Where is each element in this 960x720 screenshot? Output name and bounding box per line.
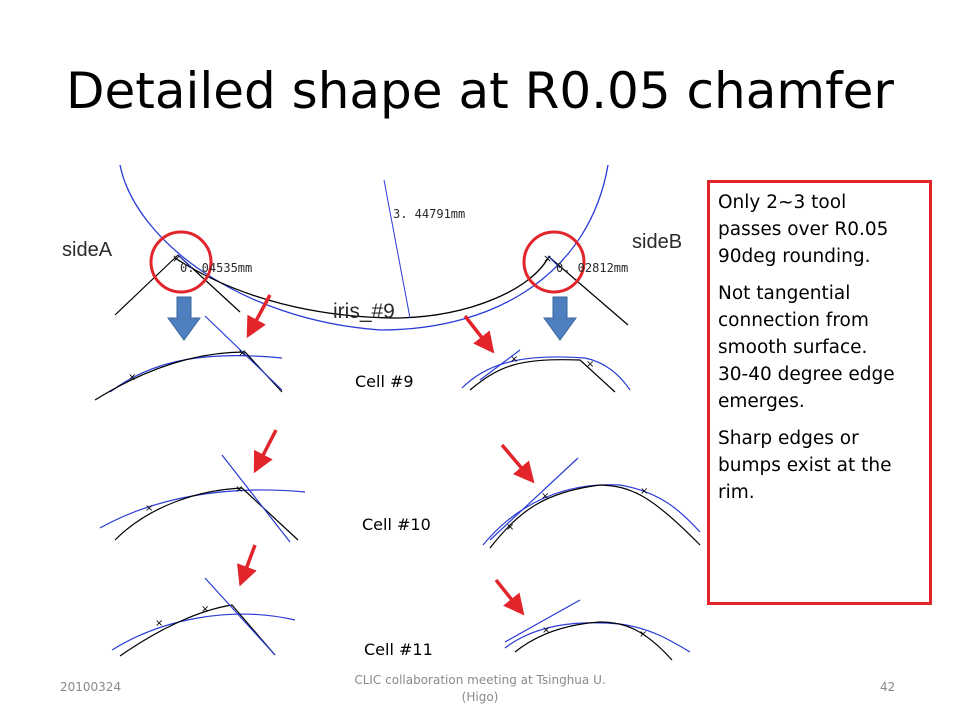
svg-text:×: ×	[506, 522, 514, 533]
svg-text:×: ×	[201, 604, 209, 615]
dim-b-leader	[547, 255, 561, 269]
dim-b-label: 0. 02812mm	[556, 261, 628, 275]
red-arrow	[500, 443, 535, 484]
red-pointer-arrows	[237, 294, 535, 616]
iris-blue-arc	[119, 164, 609, 331]
cell-11-right-detail: × ×	[504, 599, 691, 661]
red-arrow	[237, 544, 257, 587]
cell-10-left-detail: × ×	[99, 454, 306, 543]
side-b-label: sideB	[632, 231, 682, 253]
x-marker: ×	[543, 252, 552, 265]
note-paragraph: Only 2~3 tool passes over R0.05 90deg ro…	[718, 192, 889, 267]
dim-a-label: 0. 04535mm	[180, 261, 252, 275]
note-paragraph: Not tangential connection from smooth su…	[718, 283, 895, 412]
x-marker: ×	[172, 252, 181, 265]
footer-page-number: 42	[880, 680, 896, 694]
iris-black-profile	[174, 257, 549, 319]
svg-text:×: ×	[155, 618, 163, 629]
red-arrow	[463, 314, 495, 354]
cell-11-left-detail: × ×	[111, 577, 296, 657]
dim-a-leader	[177, 254, 193, 269]
footer-date: 20100324	[60, 680, 122, 694]
iris-label: iris_#9	[333, 300, 395, 323]
down-arrow-a	[167, 296, 201, 341]
note-box: Only 2~3 tool passes over R0.05 90deg ro…	[707, 180, 932, 605]
cell-9-left-detail: × ×	[94, 315, 283, 401]
svg-text:×: ×	[541, 491, 549, 502]
svg-text:×: ×	[640, 486, 648, 497]
svg-text:×: ×	[235, 484, 243, 495]
svg-text:×: ×	[639, 629, 647, 640]
cell-label: Cell #9	[355, 372, 414, 391]
svg-text:×: ×	[542, 625, 550, 636]
cell-10-right-detail: × × ×	[482, 457, 701, 549]
footer-center: CLIC collaboration meeting at Tsinghua U…	[354, 673, 606, 704]
highlight-circle-b	[522, 230, 586, 294]
radius-label: 3. 44791mm	[393, 207, 465, 221]
cell-label: Cell #11	[364, 640, 433, 659]
overview-drawing: × × sideA sideB iris_#9 3. 44791mm 0. 04…	[62, 164, 682, 341]
red-arrow	[246, 294, 272, 339]
slide-title: Detailed shape at R0.05 chamfer	[65, 62, 894, 120]
highlight-circle-a	[149, 230, 213, 294]
side-b-line	[547, 255, 629, 326]
svg-text:×: ×	[586, 359, 594, 370]
cell-label: Cell #10	[362, 515, 431, 534]
side-a-label: sideA	[62, 239, 113, 261]
svg-text:×: ×	[145, 503, 153, 514]
red-arrow	[494, 578, 525, 616]
note-paragraph: Sharp edges or bumps exist at the rim.	[718, 428, 892, 503]
down-arrow-b	[543, 296, 577, 341]
radius-dimension-line	[383, 179, 411, 319]
svg-text:×: ×	[238, 348, 246, 359]
side-a-line	[114, 254, 179, 316]
red-arrow	[253, 429, 278, 474]
svg-text:×: ×	[128, 372, 136, 383]
cell-9-right-detail: × ×	[461, 349, 631, 393]
svg-text:×: ×	[510, 354, 518, 365]
